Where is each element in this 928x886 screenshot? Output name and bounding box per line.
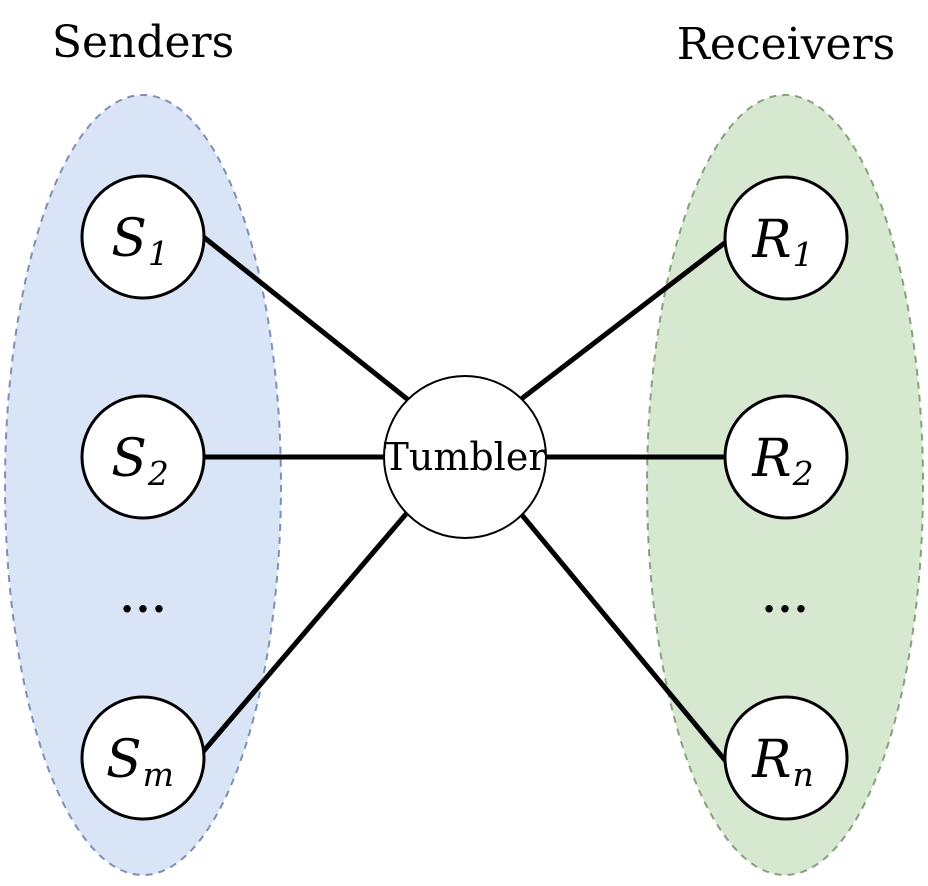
node-r1-label-sub: 1 <box>793 235 814 274</box>
edge-tumbler-rn <box>510 501 731 767</box>
node-r2-label-sub: 2 <box>792 454 814 493</box>
node-rn-circle <box>723 695 849 821</box>
edge-sm-tumbler <box>194 498 420 762</box>
node-s2-circle <box>80 394 206 520</box>
node-r1-label: R1 <box>751 210 813 274</box>
node-s2-label-main: S <box>111 429 147 489</box>
node-s1-circle <box>80 174 206 300</box>
node-sm-label: Sm <box>106 730 174 794</box>
receivers-ellipsis: ... <box>762 575 810 622</box>
node-r1-label-main: R <box>751 210 791 270</box>
node-tumbler-label: Tumbler <box>384 435 548 479</box>
node-rn-label-sub: n <box>792 755 813 794</box>
senders-title: Senders <box>52 17 234 68</box>
node-s1-label-sub: 1 <box>148 234 169 273</box>
node-r2-circle <box>723 394 849 520</box>
node-sm-label-sub: m <box>143 755 174 794</box>
node-s1-label-main: S <box>111 209 147 269</box>
node-r1-circle <box>723 175 849 301</box>
node-rn-label-main: R <box>751 730 791 790</box>
node-s2-label-sub: 2 <box>147 454 169 493</box>
node-s1-label: S1 <box>111 209 169 273</box>
node-sm-label-main: S <box>106 730 142 790</box>
node-s2-label: S2 <box>111 429 169 493</box>
node-r2-label-main: R <box>751 429 791 489</box>
receivers-title: Receivers <box>677 19 895 70</box>
senders-ellipsis: ... <box>120 575 168 622</box>
node-tumbler-circle <box>383 375 547 539</box>
node-r2-label: R2 <box>751 429 813 493</box>
node-rn-label: Rn <box>751 730 813 794</box>
node-sm-circle <box>80 695 206 821</box>
